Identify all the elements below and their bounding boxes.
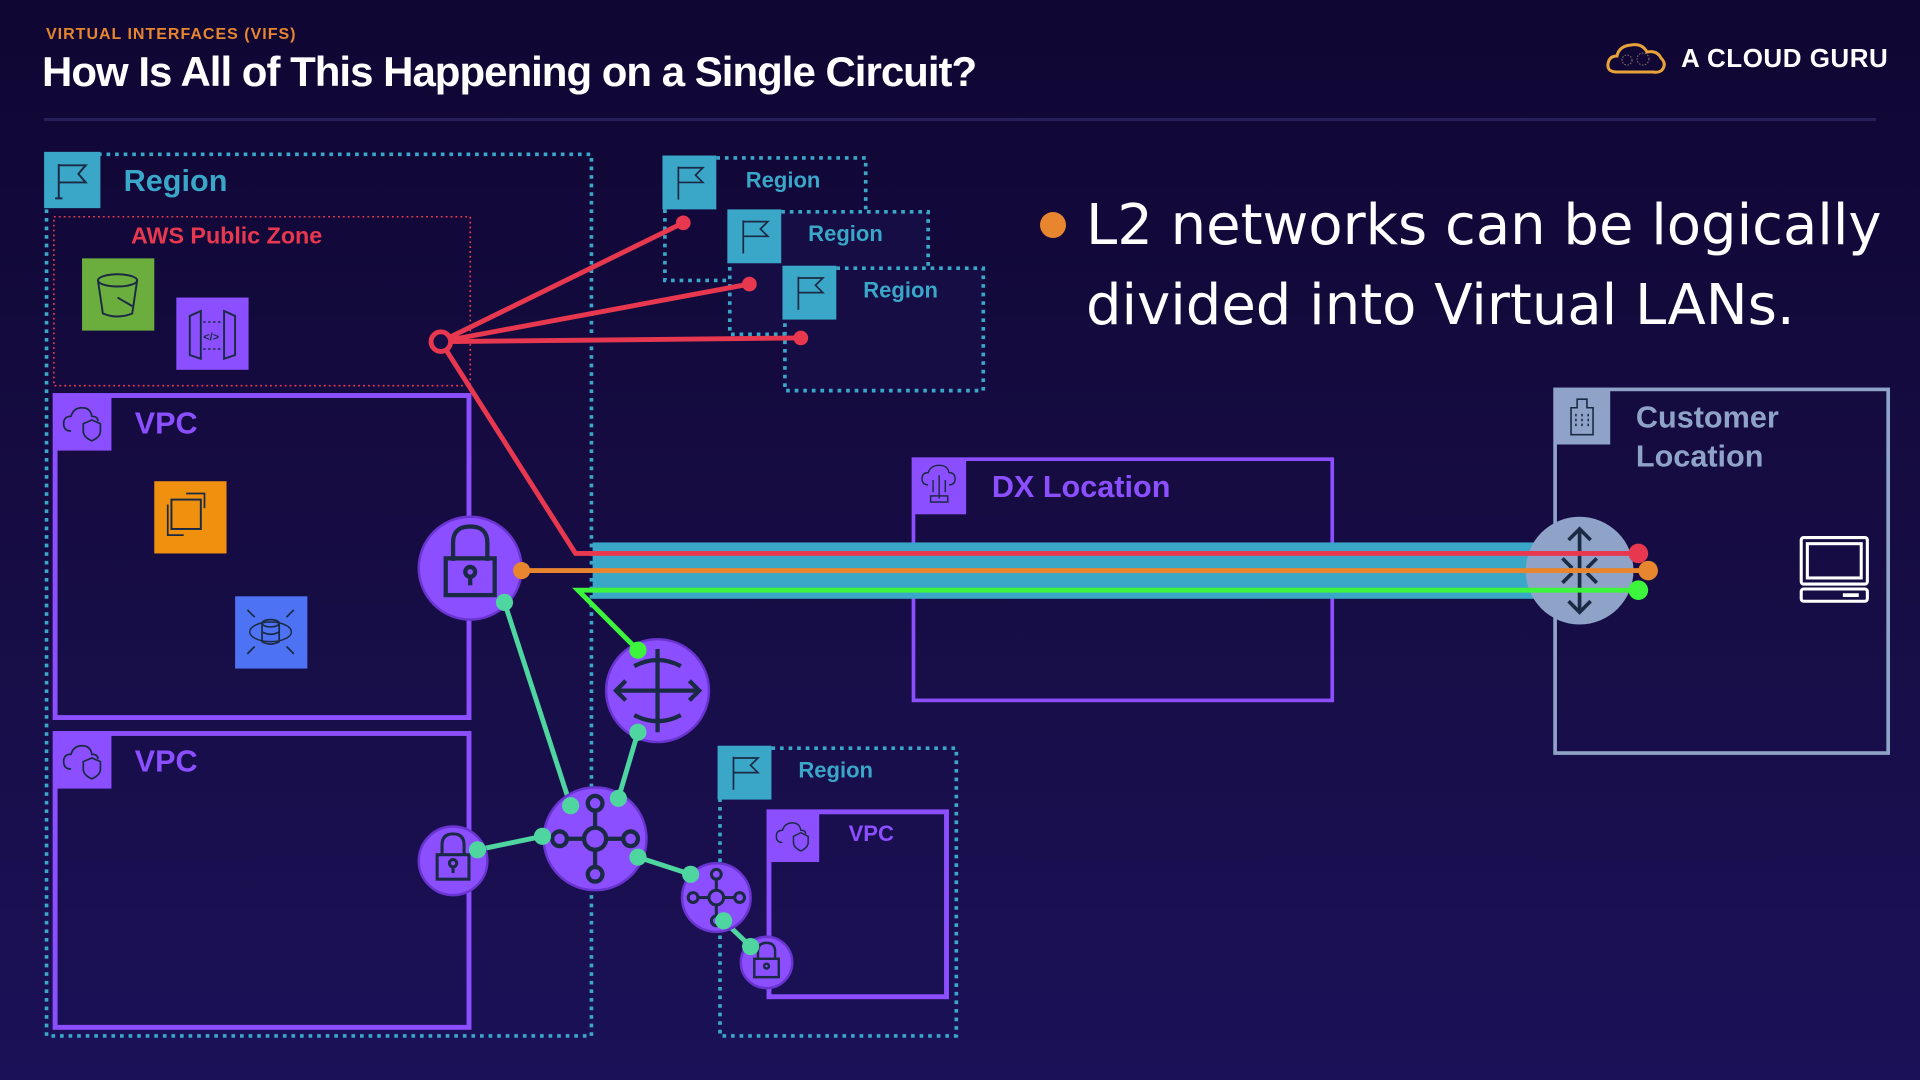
public-zone-label: AWS Public Zone [131,223,322,249]
bullet-dot [1040,212,1066,238]
peered-transit-gateway [680,862,752,934]
bottom-region: Region VPC [717,745,959,1038]
bottom-vpc-label: VPC [849,821,894,846]
private-vif-node [1638,560,1658,581]
cloud-logo-icon [1606,43,1666,74]
private-vif-node [513,562,531,580]
brand-name: A CLOUD GURU [1681,42,1889,73]
tgw-link-node [742,937,760,956]
hub-icon [550,793,641,884]
other-regions: Region Region Region [662,155,986,393]
vpc2-attachment [417,825,489,897]
tgw-link-node [609,789,627,807]
main-region-label: Region [124,164,228,198]
other-region-1-label: Region [746,167,821,192]
tgw-link-node [533,827,552,845]
vpc-1: VPC [52,393,472,720]
customer-location-label-1: Customer [1636,400,1779,434]
tgw-link-node [682,865,700,883]
vpc-1-label: VPC [135,406,198,440]
vpc-cloud-shield-icon [775,822,809,852]
transit-vif-node [629,641,647,659]
flag-icon [797,276,825,310]
tgw-link-node [495,593,514,612]
lock-icon [443,524,497,598]
tgw-link-node [468,841,487,859]
router-arrows-icon [1561,526,1599,615]
bottom-region-label: Region [798,758,873,783]
dx-cloud-icon [921,464,956,503]
vpc-cloud-shield-icon [62,744,102,780]
bullet-text: L2 networks can be logically divided int… [1086,193,1882,338]
vpc-2-label: VPC [135,744,198,778]
flag-icon [732,756,761,790]
tgw-link-node [629,723,647,741]
region-flag-tile [44,151,101,209]
header-divider [44,118,1876,121]
customer-location: Customer Location [1553,387,1890,755]
flag-icon [55,164,88,200]
transit-vif [572,587,1639,652]
public-vif-node [793,330,809,346]
transit-gateway [542,786,648,892]
computer-icon [1799,536,1869,603]
customer-location-label-2: Location [1636,440,1764,474]
s3-bucket-icon [82,258,155,331]
api-gateway-icon: </> [176,297,249,370]
other-region-2-label: Region [808,221,883,246]
other-region-3-label: Region [863,278,938,303]
slide-title: How Is All of This Happening on a Single… [42,48,977,95]
section-eyebrow: VIRTUAL INTERFACES (VIFS) [46,26,297,43]
public-vif [438,220,1639,556]
flag-icon [677,166,705,200]
tgw-link-node [562,797,580,815]
dx-gateway [604,637,711,744]
dx-gateway-arrows-icon [612,648,703,733]
public-vif-endpoint [428,329,454,354]
dx-location-label: DX Location [992,470,1171,504]
rds-icon [235,596,308,669]
transit-vif-node [1628,580,1649,600]
public-vif-node [675,215,691,231]
flag-icon [742,220,770,254]
vpc-2: VPC [52,731,472,1030]
public-vif-node [742,276,757,292]
public-vif-node [1628,543,1649,564]
brand-logo: A CLOUD GURU [1605,40,1888,76]
tgw-link-node [629,848,647,866]
lock-icon [435,832,471,881]
tgw-link-node [715,912,733,930]
ec2-icon [154,481,227,554]
public-zone-box [53,215,471,387]
vpc-cloud-shield-icon [62,406,102,442]
other-region-3: Region [782,265,986,393]
svg-text:</>: </> [203,331,219,343]
building-icon [1570,398,1594,436]
